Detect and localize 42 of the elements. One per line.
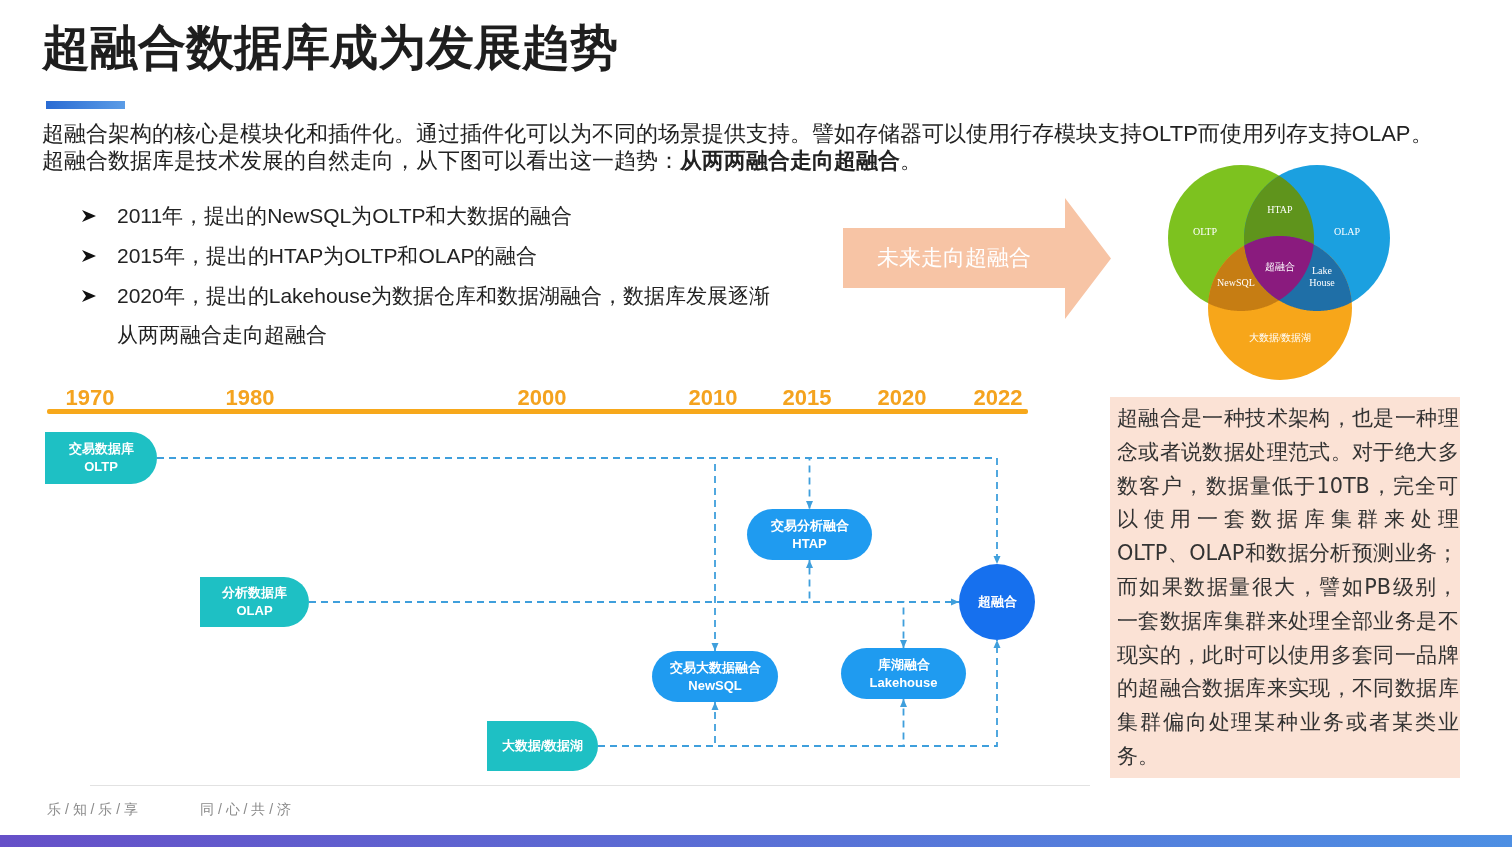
circle-label: OLAP	[1333, 226, 1361, 238]
overlap-label: 超融合	[1265, 261, 1295, 273]
bullet-text: 2011年，提出的NewSQL为OLTP和大数据的融合	[117, 203, 573, 229]
intro-paragraph: 超融合架构的核心是模块化和插件化。通过插件化可以为不同的场景提供支持。譬如存储器可以使用行存模块支持OLTP而使用列存支持OLAP。	[42, 120, 1433, 147]
node-title: 库湖融合	[877, 655, 930, 674]
footer-motto: 乐 / 知 / 乐 / 享	[47, 800, 138, 818]
node-subtitle: NewSQL	[688, 676, 742, 695]
fusion-pill	[747, 509, 872, 560]
year-label: 2015	[782, 385, 832, 411]
node-subtitle: OLAP	[236, 602, 273, 620]
bullet-text: 2015年，提出的HTAP为OLTP和OLAP的融合	[117, 243, 538, 269]
node-subtitle: HTAP	[792, 534, 827, 553]
year-label: 1980	[225, 385, 275, 411]
circle-label: OLTP	[1192, 226, 1218, 238]
overlap-label: NewSQL	[1217, 277, 1255, 289]
database-tab	[200, 577, 309, 627]
year-label: 1970	[65, 385, 115, 411]
slide-title: 超融合数据库成为发展趋势	[42, 20, 618, 76]
node-title: 交易分析融合	[770, 516, 849, 535]
node-title: 交易数据库	[68, 440, 134, 458]
year-label: 2022	[973, 385, 1023, 411]
overlap-label: HTAP	[1267, 204, 1293, 216]
node-title: 超融合	[977, 593, 1017, 611]
node-title: 分析数据库	[222, 584, 287, 602]
overlap-label: Lake House	[1308, 265, 1336, 289]
node-subtitle: Lakehouse	[869, 673, 938, 692]
node-subtitle: OLTP	[84, 458, 118, 476]
database-tab	[487, 721, 598, 771]
note-text: 超融合是一种技术架构，也是一种理念或者说数据处理范式。对于绝大多数客户，数据量低于10TB，完全可以使用一套数据库集群来处理OLTP、OLAP和数据分析预测业务；而如果数据量很大，譬如PB级别，一套数据库集群来处理全部业务是不现实的，此时可以使用多套同一品牌的超融合数据库来实现，不同数据库集群偏向处理某种业务或者某类业务。	[1117, 405, 1459, 770]
year-label: 2020	[877, 385, 927, 411]
intro-paragraph: 超融合数据库是技术发展的自然走向，从下图可以看出这一趋势：从两两融合走向超融合。	[42, 147, 922, 174]
footer-motto: 同 / 心 / 共 / 济	[200, 800, 291, 818]
circle-label: 大数据/数据湖	[1248, 332, 1312, 344]
database-tab	[45, 432, 157, 484]
node-title: 交易大数据融合	[669, 658, 761, 677]
bullet-text: 2020年，提出的Lakehouse为数据仓库和数据湖融合，数据库发展逐渐从两两融合走向超融合	[117, 283, 772, 348]
fusion-pill	[652, 651, 778, 702]
fusion-pill	[841, 648, 966, 699]
node-title: 大数据/数据湖	[501, 737, 584, 755]
year-label: 2010	[688, 385, 738, 411]
arrow-label: 未来走向超融合	[877, 245, 1031, 271]
year-label: 2000	[517, 385, 567, 411]
